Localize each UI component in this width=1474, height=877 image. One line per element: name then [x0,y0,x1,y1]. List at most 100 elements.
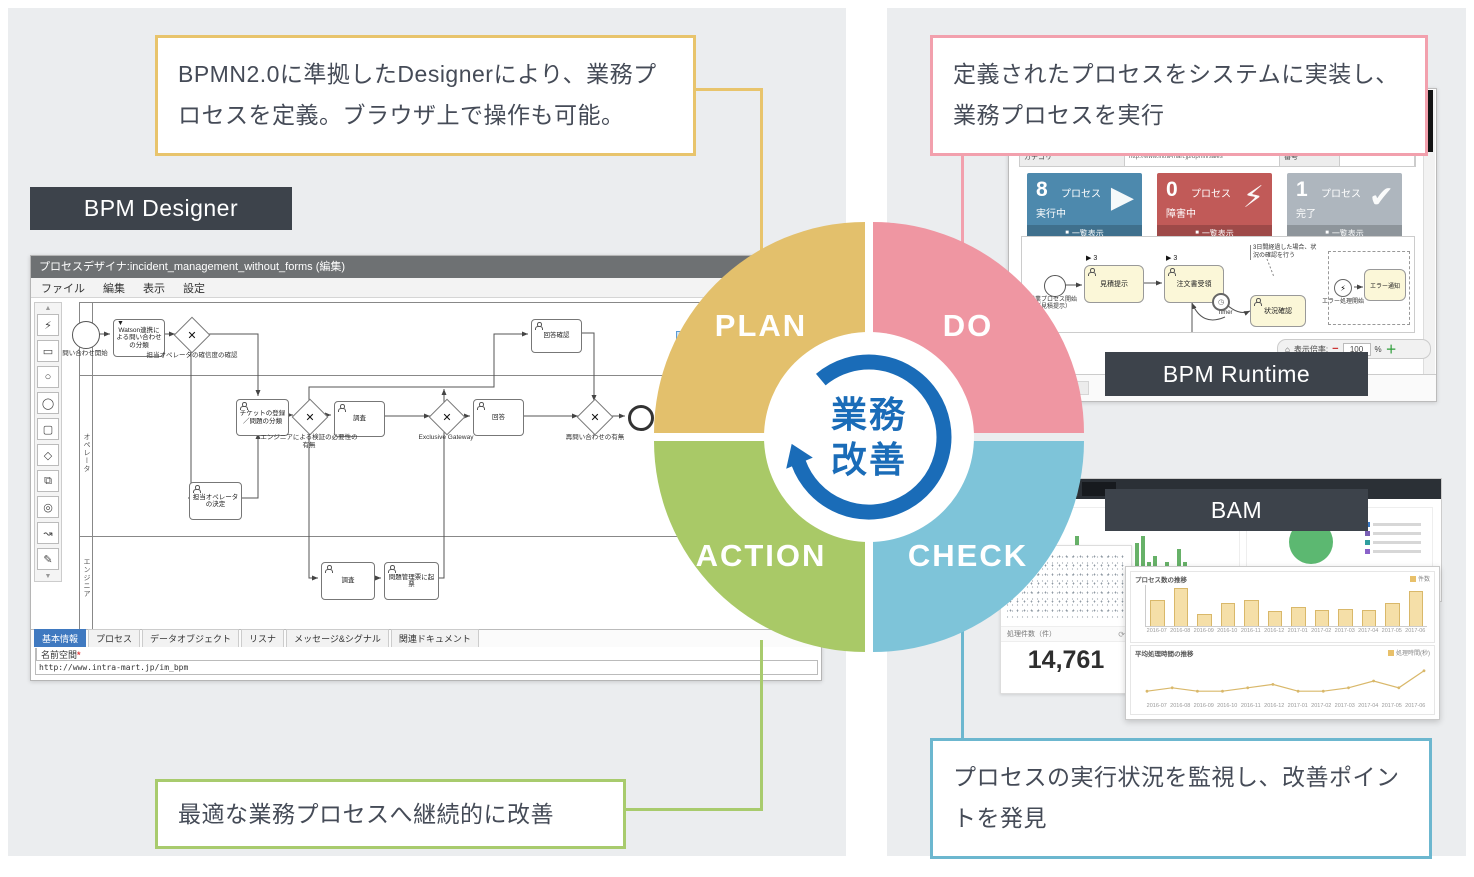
error-start-event[interactable]: ⚡ [1334,279,1352,297]
runtime-task-statuscheck[interactable]: 状況確認 [1250,295,1306,327]
menu-file[interactable]: ファイル [41,282,85,295]
runtime-scrollbar[interactable] [1423,90,1435,400]
running-status: 実行中 [1036,209,1066,220]
pdca-center-text: 業務 改善 [764,332,974,542]
runtime-start-label: 営業プロセス開始（見積提示） [1028,297,1077,311]
bar [1361,609,1376,626]
bar [1197,614,1212,626]
palette-scroll-up-icon[interactable]: ▲ [44,304,52,312]
zoom-unit: % [1374,344,1382,354]
bar [1244,600,1259,626]
annotation-icon[interactable]: ✎ [37,548,59,570]
task-label: 回答 [492,413,505,421]
connector-icon[interactable]: ↝ [37,522,59,544]
chart-legend: 処理時間(秒) [1388,648,1430,657]
bpmn-task-investigate2[interactable]: 調査 [321,562,375,600]
task-label: 状況確認 [1264,308,1292,315]
do-callout: 定義されたプロセスをシステムに実装し、業務プロセスを実行 [930,35,1428,156]
chart-title: プロセス数の推移 [1135,577,1187,584]
process-unit: プロセス [1061,189,1101,200]
tab-listener[interactable]: リスナ [241,629,285,647]
x-tick-label: 2016-12 [1264,628,1285,634]
x-tick-label: 2016-08 [1170,703,1191,709]
bpmn-task-watson[interactable]: ▼ Watson連携による問い合わせの分類 [113,319,165,357]
user-task-icon [535,322,543,330]
end-event-icon[interactable]: ◯ [37,392,59,414]
lane-divider [80,536,792,537]
runtime-task-error-notify[interactable]: エラー通知 [1364,269,1406,301]
intermediate-event-icon[interactable]: ◎ [37,496,59,518]
tab-process[interactable]: プロセス [88,629,141,647]
bpmn-task-ticket[interactable]: チケットの登録／問題の分類 [236,399,289,436]
bpmn-task-operator[interactable]: 担当オペレータの決定 [189,482,242,520]
plan-connector-horizontal [688,88,763,91]
refresh-icon[interactable]: ⟳ [1118,630,1125,639]
check-callout: プロセスの実行状況を監視し、改善ポイントを発見 [930,738,1432,859]
tab-basic-info[interactable]: 基本情報 [34,629,87,647]
user-task-icon [240,402,248,410]
gateway-icon[interactable]: ◇ [37,444,59,466]
failed-count: 0 [1166,178,1178,201]
plan-connector-vertical [760,88,763,253]
task-label: 調査 [341,577,355,585]
bar [1173,588,1188,626]
lane-icon[interactable]: ▭ [37,340,59,362]
bpmn-task-investigate1[interactable]: 調査 [334,401,385,437]
task-label: Watson連携による問い合わせの分類 [116,326,162,349]
bar [1338,608,1353,626]
tab-data-object[interactable]: データオブジェクト [142,629,240,647]
palette-scroll-down-icon[interactable]: ▼ [44,572,52,580]
bpmn-task-answer-confirm[interactable]: 回答確認 [531,319,582,353]
scrollbar-thumb[interactable] [1425,90,1433,152]
bpmn-end-event[interactable] [628,405,654,431]
bar [1177,549,1181,575]
zoom-out-button[interactable]: − [1332,343,1339,355]
x-gateway-icon: ✕ [442,411,452,424]
x-tick-label: 2017-05 [1381,703,1402,709]
menu-edit[interactable]: 編集 [103,282,125,295]
task-icon[interactable]: ▢ [37,418,59,440]
data-object-icon[interactable]: ⧉ [37,470,59,492]
tab-related-documents[interactable]: 関連ドキュメント [390,629,479,647]
error-start-label: エラー処理開始 [1321,299,1364,305]
bpmn-task-issue[interactable]: 問題管理票に起票 [384,562,439,600]
gateway-label: 担当オペレータの確信度の確認 [146,352,238,359]
runtime-start-event[interactable] [1044,275,1066,297]
pointer-lightning-icon[interactable]: ⚡ [37,314,59,336]
menu-settings[interactable]: 設定 [183,282,205,295]
timer-event-icon[interactable]: ◷ [1212,293,1230,311]
bpm-runtime-label: BPM Runtime [1105,352,1368,396]
designer-menubar: ファイル 編集 表示 設定 [31,278,821,298]
failed-status: 障害中 [1166,209,1196,220]
namespace-input[interactable]: http://www.intra-mart.jp/im_bpm [35,660,818,675]
x-tick-label: 2016-12 [1264,703,1285,709]
pie-legend-item [1365,549,1421,554]
plan-callout: BPMN2.0に準拠したDesignerにより、業務プロセスを定義。ブラウザ上で… [155,35,696,156]
metric-value: 14,761 [1027,646,1105,674]
x-tick-label: 2017-06 [1405,703,1426,709]
bpmn-start-event[interactable] [72,321,100,349]
x-gateway-icon: ✕ [590,411,600,424]
chart-title: 平均処理時間の推移 [1135,651,1194,658]
process-unit: プロセス [1321,189,1361,200]
bar [1267,611,1282,626]
bpmn-task-answer[interactable]: 回答 [473,399,524,436]
pie-legend-item [1365,522,1421,527]
runtime-task-estimate[interactable]: 見積提示 [1084,265,1144,303]
pdca-wheel: PLAN DO ACTION CHECK 業務 改善 [654,222,1084,652]
start-event-icon[interactable]: ○ [37,366,59,388]
pie-legend-item [1365,540,1421,545]
x-tick-label: 2016-11 [1240,628,1261,634]
home-icon[interactable]: ⌂ [1285,344,1290,354]
designer-palette: ▲ ⚡ ▭ ○ ◯ ▢ ◇ ⧉ ◎ ↝ ✎ ▼ [34,302,62,582]
check-connector-vertical [961,625,964,738]
runtime-process-diagram: 営業プロセス開始（見積提示） ▶ 3 見積提示 ▶ 3 注文書受領 ◷ Time… [1021,236,1415,333]
bar [1135,542,1139,575]
check-icon: ✔ [1368,181,1394,214]
zoom-in-button[interactable]: ＋ [1385,344,1397,356]
cycle-arrow-icon [786,354,952,520]
tab-message-signal[interactable]: メッセージ&シグナル [286,629,389,647]
menu-view[interactable]: 表示 [143,282,165,295]
